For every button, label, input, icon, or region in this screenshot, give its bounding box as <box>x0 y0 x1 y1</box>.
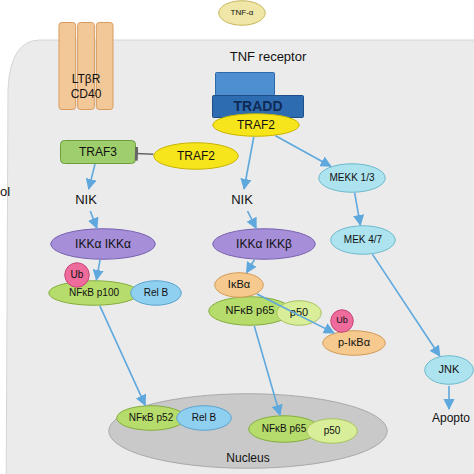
relb-ellipse-fill <box>131 281 182 306</box>
kinase-label: NIK <box>64 189 108 211</box>
node-text: Ub <box>71 270 84 281</box>
nfkb-ellipse: NFκB p100 <box>48 280 140 306</box>
receptor-columns: LTβR CD40 <box>58 22 114 110</box>
compartment-label: ol <box>0 184 10 199</box>
node-text: MEKK 1/3 <box>329 173 374 184</box>
node-text: Rel B <box>192 413 216 424</box>
leader-arrow <box>448 386 450 409</box>
ubiquitin-circle-fill <box>331 310 354 333</box>
protein-ellipse: TRAF2 <box>212 113 300 137</box>
node-text: NFκB p65 <box>226 305 275 317</box>
protein-ellipse-fill <box>213 114 300 137</box>
nfkb-ellipse-fill <box>117 406 186 431</box>
inhibitor-ellipse: IκBα <box>214 272 264 298</box>
nfkb-ellipse: NFκB p52 <box>116 405 186 431</box>
kinase-label: NIK <box>220 189 264 211</box>
ubiquitin-circle-fill <box>65 263 90 288</box>
inhibitor-ellipse-fill <box>215 273 264 298</box>
inhibitor-ellipse-fill <box>323 331 386 356</box>
p50-ellipse-fill <box>277 301 322 326</box>
kinase-complex-fill <box>51 229 156 260</box>
node-text: IKKα IKKα <box>75 238 131 251</box>
nucleus-ellipse-fill <box>109 394 388 469</box>
activation-arrow <box>275 136 330 167</box>
activation-arrow <box>248 211 257 228</box>
kinase-ellipse: MEK 4/7 <box>330 225 396 255</box>
p50-ellipse: p50 <box>276 300 322 326</box>
activation-arrow <box>247 260 255 273</box>
node-text: Ub <box>336 316 348 325</box>
outcome-label: Apopto <box>432 411 470 425</box>
activation-arrow <box>373 254 440 356</box>
nucleus-ellipse: Nucleus NFκB p52 Rel B NFκB p65 p50 <box>108 393 388 469</box>
node-text: LTβR CD40 <box>64 72 108 102</box>
activation-arrow <box>90 211 97 228</box>
activation-arrow <box>96 260 100 280</box>
kinase-complex: IKKα IKKβ <box>212 228 316 260</box>
ubiquitin-circle: Ub <box>330 309 354 333</box>
receptor-bar-fill <box>216 73 275 96</box>
kinase-ellipse-fill <box>331 226 396 255</box>
adaptor-box: TRAF3 <box>60 140 136 164</box>
node-text: Rel B <box>144 288 168 299</box>
nfkb-ellipse-fill <box>49 281 140 306</box>
node-text: IκBα <box>228 279 250 291</box>
kinase-complex: IKKα IKKα <box>50 228 156 260</box>
node-text: NFκB p52 <box>129 413 173 424</box>
relb-ellipse-fill <box>177 406 232 431</box>
relb-ellipse: Rel B <box>130 280 182 306</box>
ubiquitin-circle: Ub <box>64 262 90 288</box>
activation-arrow <box>89 164 95 189</box>
node-text: NFκB p65 <box>262 424 306 435</box>
node-text: TRADD <box>234 99 283 114</box>
node-text: NIK <box>75 193 97 207</box>
inhibitor-ellipse: p-IκBα <box>322 330 386 356</box>
node-text: p50 <box>324 426 341 437</box>
node-text: TRAF2 <box>237 119 275 132</box>
receptor-bar: TNF receptor <box>215 72 275 96</box>
node-text: JNK <box>439 364 460 376</box>
node-text: TNF-α <box>231 9 254 17</box>
node-text: TRAF3 <box>79 146 117 159</box>
node-text: NFκB p100 <box>69 288 119 299</box>
activation-arrow <box>257 294 334 333</box>
node-text: IKKα IKKβ <box>236 238 292 251</box>
p50-ellipse-fill <box>307 419 358 444</box>
node-text: TRAF2 <box>177 150 215 163</box>
node-text: p-IκBα <box>338 337 370 349</box>
node-text: Nucleus <box>226 452 269 465</box>
node-text: MEK 4/7 <box>344 235 382 246</box>
node-text: p50 <box>290 307 308 319</box>
protein-ellipse: TRAF2 <box>153 142 239 170</box>
ligand-circle-fill <box>219 1 266 26</box>
relb-ellipse: Rel B <box>176 405 232 431</box>
activation-arrow <box>244 137 254 189</box>
receptor-bar-outline <box>215 72 275 96</box>
activation-arrow <box>355 193 361 225</box>
inhibition-line <box>136 153 153 155</box>
activation-arrow <box>254 326 280 415</box>
kinase-ellipse: MEKK 1/3 <box>318 163 386 193</box>
ligand-circle: TNF-α <box>218 0 266 26</box>
activation-arrow <box>100 306 145 405</box>
cell-membrane <box>6 40 474 474</box>
protein-ellipse-fill <box>154 143 239 170</box>
kinase-complex-fill <box>213 229 316 260</box>
node-text: NIK <box>231 193 253 207</box>
kinase-ellipse: JNK <box>424 355 474 385</box>
adaptor-box-fill <box>61 141 136 164</box>
kinase-ellipse-fill <box>425 356 474 385</box>
p50-ellipse: p50 <box>306 418 358 444</box>
kinase-ellipse-fill <box>319 164 386 193</box>
node-text: TNF receptor <box>230 50 307 64</box>
